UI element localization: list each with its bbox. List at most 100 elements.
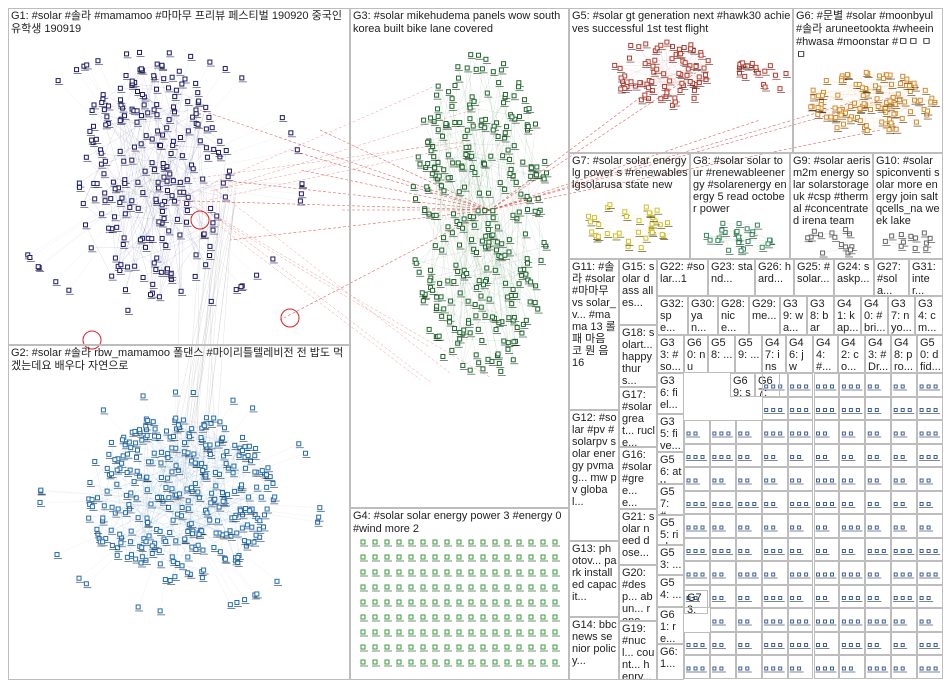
tiny-group-box [735,537,762,561]
graph-edge [149,179,212,302]
group-label-g23: G23: stand... [711,261,753,285]
graph-edge [640,82,642,100]
group-g1: G1: #solar #솔라 #mamamoo #마마무 프리뷰 페스티벌 19… [8,8,350,345]
graph-node [196,98,202,104]
graph-edge [94,461,105,506]
graph-edge [433,215,475,226]
graph-node [190,166,196,172]
graph-edge [430,117,530,200]
graph-node [156,294,162,300]
graph-edge [511,119,515,296]
tiny-group-box [735,490,762,514]
graph-node [142,168,148,174]
group-g14: G14: bbcnews senior policy... [569,617,619,680]
group-label-g19: G19: #nucl... count... henry... [622,623,655,680]
graph-node [168,270,174,276]
tiny-group-box [891,490,918,514]
graph-edge [127,472,227,535]
graph-node [121,235,127,241]
graph-edge [183,140,470,181]
graph-edge [467,82,519,156]
self-loop [280,308,300,328]
graph-node [164,125,170,131]
tiny-group-box [839,514,866,538]
graph-node [161,174,167,180]
group-label-g36: G36: fiel... [660,375,678,411]
graph-edge [166,430,227,464]
group-g31: G31: inter... [909,259,943,296]
graph-edge [187,179,205,234]
tiny-group-box [735,443,762,467]
group-label-g9: G9: #solar aerism2m energy solar solarst… [793,155,871,227]
graph-node [153,267,159,273]
graph-node [174,216,180,222]
graph-node [153,196,159,202]
group-label-g4: G4: #solar solar energy power 3 #energy … [353,510,565,535]
graph-edge [149,149,298,181]
graph-edge [469,118,485,211]
group-label-g55: G56: atu... [660,454,682,484]
graph-edge [451,67,468,351]
tiny-group-box [917,537,943,561]
graph-edge [489,119,761,211]
graph-node [103,122,109,128]
graph-edge [137,451,185,518]
tiny-group-box [839,608,866,632]
group-g60: G61: re... [657,607,684,644]
graph-edge [459,338,464,366]
graph-edge [191,487,267,524]
tiny-group-box [917,584,943,608]
graph-node [149,160,155,166]
group-g20: G20: #desp... abun... renew... [619,565,657,621]
group-label-g52: G53: ... [660,547,682,571]
graph-node [215,149,221,155]
group-label-g56: G57: #... [660,486,675,514]
graph-edge [188,101,199,198]
graph-edge [177,407,253,501]
tiny-group-box [917,373,943,397]
graph-edge [234,517,240,556]
graph-node [156,185,162,191]
graph-edge [92,499,258,519]
tiny-group-box [839,490,866,514]
graph-edge [39,499,179,503]
graph-edge [451,98,465,219]
group-g61: G6: 1... [657,644,684,680]
graph-edge [185,190,214,466]
tiny-group-box [865,631,892,655]
group-label-g22: G22: #solar...1 [660,261,705,285]
graph-edge [837,125,867,128]
graph-edge [142,78,186,239]
graph-edge [504,97,510,252]
graph-edge [179,183,216,482]
graph-node [112,214,118,220]
graph-edge [104,496,160,506]
tiny-group-box [761,420,788,444]
graph-edge [488,172,547,247]
graph-edge [181,181,205,484]
group-g12: G12: #solar #pv #solarpv solar energy pv… [569,410,619,541]
graph-node [210,220,216,226]
graph-edge [135,442,155,548]
graph-edge [187,517,235,532]
tiny-group-box [787,490,814,514]
graph-node [102,158,108,164]
tiny-group-box [839,631,866,655]
graph-edge [157,64,205,234]
graph-node [223,148,229,154]
graph-node [164,266,170,272]
graph-edge [183,87,433,197]
graph-edge [473,126,487,280]
graph-edge [126,53,151,181]
graph-edge [199,109,491,211]
graph-edge [319,129,491,211]
graph-edge [89,482,227,535]
graph-edge [467,155,471,217]
graph-edge [91,110,226,198]
graph-edge [834,72,867,109]
graph-edge [764,71,781,89]
graph-edge [177,219,182,292]
tiny-group-box [761,561,788,585]
graph-edge [145,425,178,515]
group-g26: G26: hard... [755,259,794,296]
